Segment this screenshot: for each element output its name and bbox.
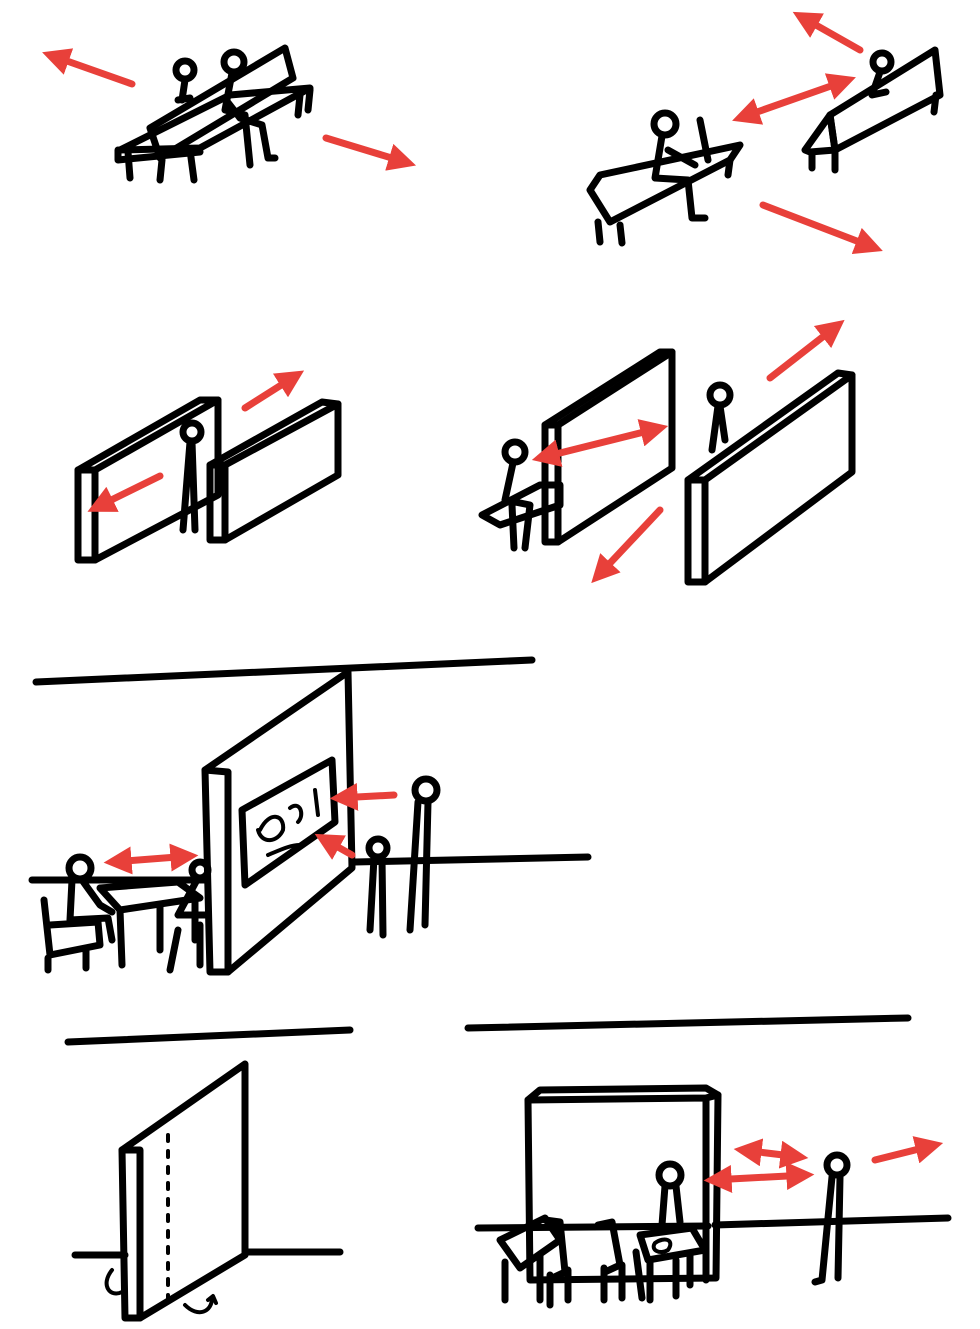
outward-arrow-icon (50, 55, 132, 84)
panel-gallery-wall-with-artwork (32, 660, 588, 972)
partition-wall-icon (122, 1064, 245, 1318)
ceiling-line (68, 1030, 350, 1042)
person-icon (872, 53, 891, 95)
bench-icon (118, 48, 310, 180)
outward-arrow-icon (875, 1145, 935, 1160)
panel-rotating-wall-panel (68, 1030, 350, 1318)
outward-arrow-icon (770, 325, 838, 378)
person-icon (183, 423, 201, 530)
outward-arrow-icon (800, 16, 860, 50)
ceiling-line (36, 660, 532, 682)
table-icon (100, 882, 200, 965)
panel-partition-pair-seated (482, 325, 852, 582)
person-icon (710, 385, 730, 450)
ceiling-line (468, 1018, 908, 1028)
viewing-arrow-icon (322, 838, 352, 855)
outward-arrow-icon (597, 510, 660, 577)
person-icon (410, 779, 437, 930)
panel-partition-pair-small (78, 375, 338, 560)
rotation-arrow-icon (185, 1296, 216, 1312)
rotation-arrow-icon (107, 1270, 122, 1293)
outward-arrow-icon (245, 375, 297, 408)
floor-line (355, 857, 588, 862)
partition-wall-icon (210, 402, 338, 540)
panel-screen-with-dining-area (468, 1018, 948, 1305)
double-arrow-icon (742, 1150, 800, 1157)
outward-arrow-icon (326, 138, 408, 163)
double-arrow-icon (712, 1175, 806, 1180)
person-icon (176, 61, 194, 100)
viewing-arrow-icon (338, 795, 394, 798)
double-arrow-icon (112, 856, 190, 862)
panel-bench-pair (50, 48, 408, 180)
floor-line (715, 1218, 948, 1225)
chair-icon (598, 1222, 622, 1300)
artwork-icon (242, 760, 335, 885)
outward-arrow-icon (95, 476, 160, 508)
person-icon (659, 1164, 681, 1225)
person-icon (369, 839, 387, 935)
panel-benches-facing (590, 16, 940, 248)
person-icon (654, 113, 705, 218)
outward-arrow-icon (763, 205, 875, 248)
